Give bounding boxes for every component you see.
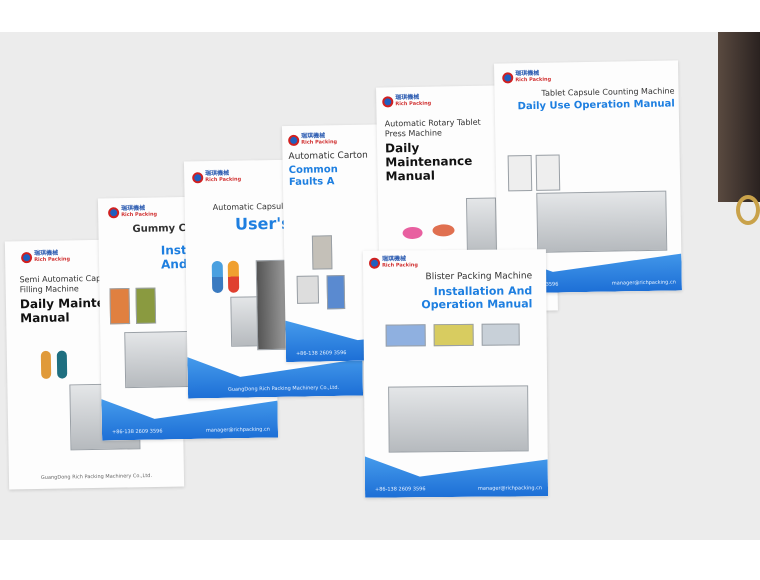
brochure-subtitle: Automatic Rotary Tablet Press Machine <box>384 117 481 139</box>
brochure-heading: Automatic Carton Common Faults A <box>288 151 371 189</box>
capsule-image <box>227 260 240 293</box>
bottle-image <box>507 154 533 192</box>
brochure-title: Common Faults A <box>288 164 338 188</box>
phone-number: +86-138 2609 3596 <box>295 350 347 357</box>
brochure-subtitle: Automatic Carton <box>288 150 368 163</box>
carton-box-image <box>296 275 320 304</box>
capsule-image <box>40 350 52 379</box>
brochure-subtitle: Blister Packing Machine <box>425 271 533 283</box>
tablet-image <box>432 224 455 237</box>
machine-image <box>536 190 668 253</box>
carton-box-image <box>311 235 333 270</box>
blister-pack-image <box>433 323 474 347</box>
brochure-title: Daily Maintenance Manual <box>384 140 473 184</box>
brochure-heading: Blister Packing Machine Installation And… <box>382 271 532 311</box>
capsule-image <box>56 350 68 379</box>
gold-ring <box>736 195 760 225</box>
brochure-subtitle: Tablet Capsule Counting Machine <box>541 86 675 98</box>
carton-box-image <box>326 275 346 310</box>
gummy-jar-image <box>135 287 157 324</box>
gummy-jar-image <box>109 288 131 325</box>
blister-pack-image <box>481 323 520 346</box>
email-address: manager@richpacking.cn <box>478 485 543 492</box>
capsule-image <box>211 260 224 294</box>
machine-image <box>388 385 529 453</box>
brochure-title: Daily Use Operation Manual <box>517 98 675 113</box>
wooden-edge <box>718 32 760 202</box>
blister-pack-image <box>385 324 426 347</box>
machine-image <box>255 259 288 351</box>
company-name: GuangDong Rich Packing Machinery Co.,Ltd… <box>40 473 153 481</box>
phone-number: +86-138 2609 3596 <box>111 428 163 436</box>
tablet-image <box>402 226 423 240</box>
phone-number: +86-138 2609 3596 <box>374 486 426 493</box>
brochure-heading: Automatic Rotary Tablet Press Machine Da… <box>384 117 498 184</box>
bottle-image <box>535 154 561 191</box>
email-address: manager@richpacking.cn <box>611 279 676 287</box>
brochure-title: Installation And Operation Manual <box>421 284 533 312</box>
machine-image <box>124 330 196 389</box>
brochure-heading: Tablet Capsule Counting Machine Daily Us… <box>504 86 675 113</box>
email-address: manager@richpacking.cn <box>205 426 271 434</box>
